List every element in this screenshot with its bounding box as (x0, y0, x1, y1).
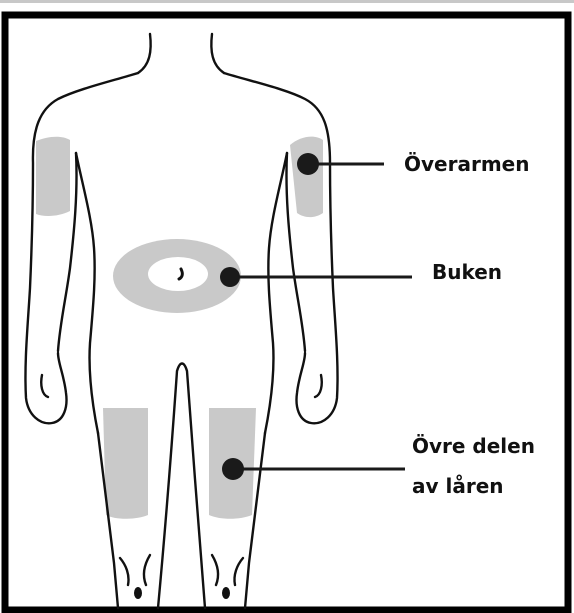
abdomen-callout (220, 267, 412, 287)
left-knee-mark (134, 587, 142, 599)
label-thigh-line2: av låren (412, 474, 504, 498)
injection-site-diagram: Överarmen Buken Övre delen av låren (0, 3, 574, 613)
body-outline (25, 34, 337, 608)
diagram-border (5, 15, 568, 610)
left-upper-arm-area (36, 137, 70, 216)
abdomen-navel-exclusion (148, 257, 208, 291)
right-upper-arm-area (290, 137, 323, 218)
left-thigh-area (103, 408, 148, 519)
upper-arm-callout (297, 153, 384, 175)
label-upper-arm: Överarmen (404, 152, 529, 176)
label-thigh-line1: Övre delen (412, 434, 535, 458)
label-abdomen: Buken (432, 260, 502, 284)
right-knee-mark (222, 587, 230, 599)
